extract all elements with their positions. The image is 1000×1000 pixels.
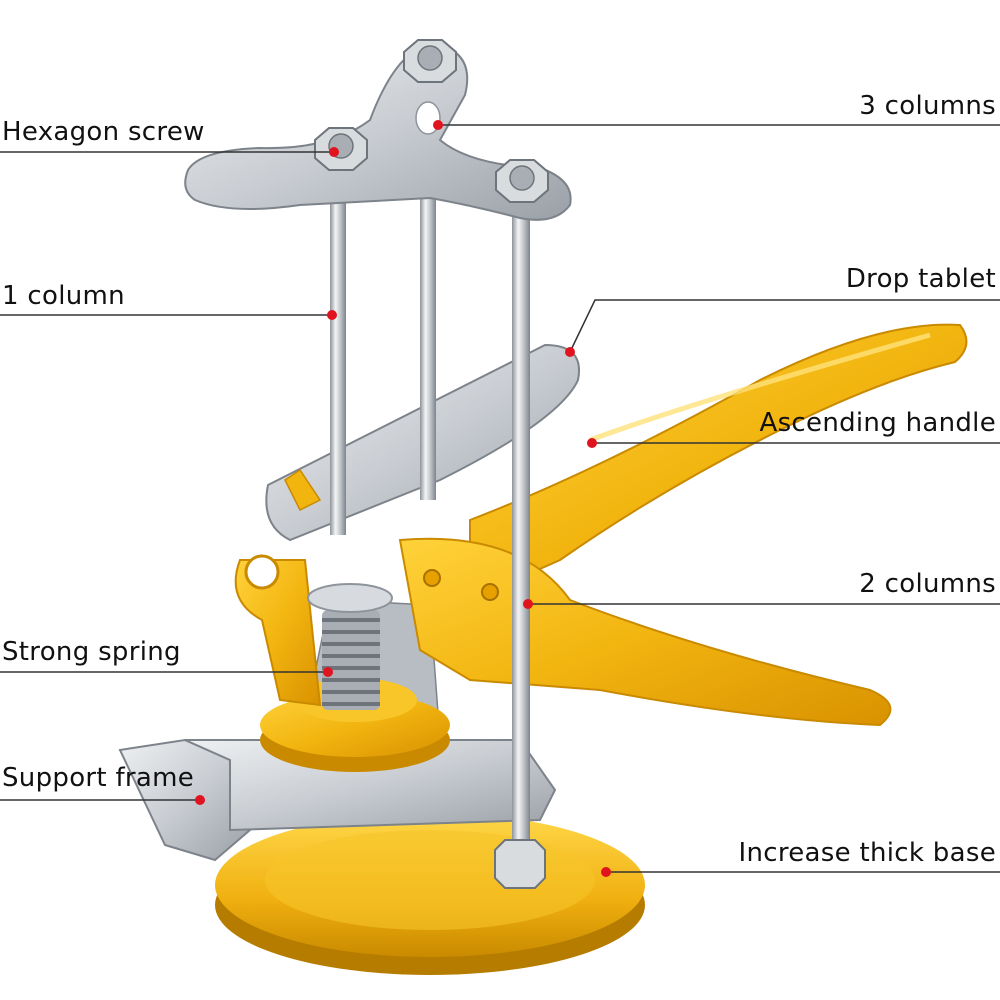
label-ascending-handle: Ascending handle bbox=[759, 408, 996, 438]
dot-ascending-handle bbox=[587, 438, 597, 448]
dot-hexagon-screw bbox=[329, 147, 339, 157]
column-1 bbox=[330, 185, 346, 535]
label-increase-thick-base: Increase thick base bbox=[738, 838, 996, 868]
dot-drop-tablet bbox=[565, 347, 575, 357]
label-hexagon-screw: Hexagon screw bbox=[2, 117, 205, 147]
dot-three-columns bbox=[433, 120, 443, 130]
label-support-frame: Support frame bbox=[2, 763, 195, 793]
dot-one-column bbox=[327, 310, 337, 320]
label-strong-spring: Strong spring bbox=[2, 637, 181, 667]
hexagon-screw-right bbox=[495, 159, 549, 203]
hexagon-screws bbox=[314, 39, 549, 889]
lower-handle bbox=[398, 537, 892, 727]
thick-base bbox=[215, 813, 645, 975]
label-one-column: 1 column bbox=[2, 281, 125, 311]
leader-lines bbox=[0, 124, 1000, 873]
column-2 bbox=[512, 195, 530, 855]
ascending-handle bbox=[469, 323, 968, 602]
label-drop-tablet: Drop tablet bbox=[845, 264, 996, 294]
hexagon-screw-left bbox=[314, 127, 368, 171]
marker-dots bbox=[195, 120, 611, 877]
column-3 bbox=[420, 100, 436, 500]
dot-two-columns bbox=[523, 599, 533, 609]
hexagon-screw-top bbox=[403, 39, 457, 83]
label-two-columns: 2 columns bbox=[859, 569, 996, 599]
label-three-columns: 3 columns bbox=[859, 91, 996, 121]
dot-support-frame bbox=[195, 795, 205, 805]
strong-spring bbox=[307, 583, 393, 710]
dot-strong-spring bbox=[323, 667, 333, 677]
dot-increase-thick-base bbox=[601, 867, 611, 877]
columns bbox=[330, 100, 530, 855]
base-nut bbox=[494, 839, 546, 889]
